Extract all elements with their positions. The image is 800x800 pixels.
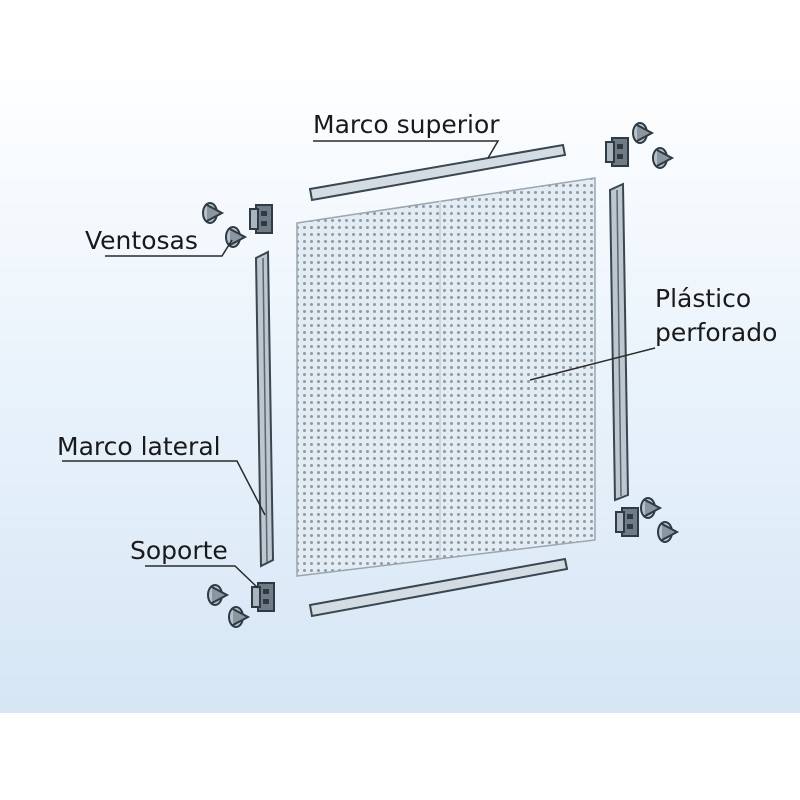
label-perforated-plastic-line1: Plástico (655, 284, 752, 313)
perforated-plastic-sheet (296, 177, 596, 577)
suction-cup-icon (657, 521, 678, 543)
leader-lines (62, 140, 656, 589)
label-suction-cups: Ventosas (85, 226, 198, 255)
suction-cup-icon (632, 122, 653, 144)
label-support: Soporte (130, 536, 228, 565)
suction-cup-icon (640, 497, 661, 519)
support-bracket-icon (615, 507, 639, 537)
suction-cup-icon (207, 584, 228, 606)
support-bracket-icon (605, 137, 629, 167)
support-bracket-icon (251, 582, 275, 612)
suction-cup-icon (652, 147, 673, 169)
support-bracket-icon (249, 204, 273, 234)
label-top-frame: Marco superior (313, 110, 500, 139)
suction-cup-icon (228, 606, 249, 628)
top-frame-bar (308, 143, 567, 202)
bottom-frame-bar (308, 557, 569, 618)
label-side-frame: Marco lateral (57, 432, 221, 461)
suction-cup-icon (202, 202, 223, 224)
label-perforated-plastic-line2: perforado (655, 318, 778, 347)
